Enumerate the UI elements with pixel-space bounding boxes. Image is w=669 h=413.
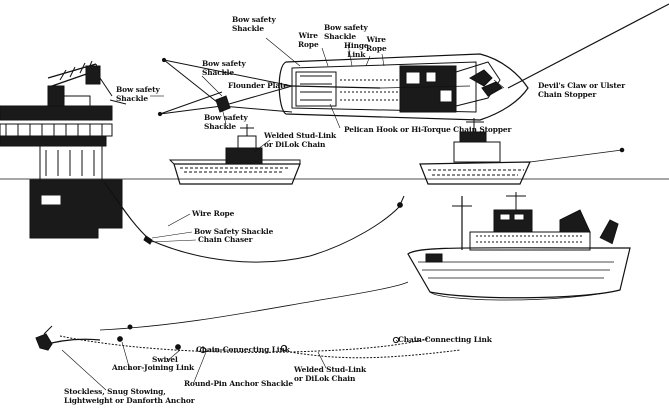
welded-stud-link-label-top: Welded Stud-Link or DiLok Chain — [264, 131, 337, 149]
tug-mid-right — [419, 118, 625, 185]
wire-rope-label-mid: Wire Rope — [192, 209, 235, 218]
anchor-joining-link-label: Anchor-Joining Link — [112, 363, 194, 372]
round-pin-anchor-shackle-label: Round-Pin Anchor Shackle — [184, 379, 293, 388]
bow-safety-shackle-label-plate-bottom: Bow safety Shackle — [204, 113, 248, 131]
chain-connecting-link-label-right: Chain-Connecting Link — [398, 335, 492, 344]
swivel-label: Swivel — [152, 355, 178, 364]
bridle-assembly — [157, 57, 293, 117]
seabed-chain-run — [35, 281, 461, 359]
wire-rope-label-top: Wire Rope — [298, 31, 319, 49]
bow-safety-shackle-label-top: Bow safety Shackle — [232, 15, 276, 33]
pennant-wire-rope — [149, 205, 401, 263]
chain-chaser-label: Chain Chaser — [198, 235, 253, 244]
bow-safety-shackle-label-top2: Bow safety Shackle — [324, 23, 368, 41]
bow-safety-shackle-label-left: Bow safety Shackle — [116, 85, 160, 103]
bow-safety-shackle-label-plate-top: Bow safety Shackle — [202, 59, 246, 77]
tug-mid-left — [168, 124, 301, 185]
flounder-plate-label: Flounder Plate — [228, 81, 288, 90]
rig-mooring-line — [103, 181, 151, 241]
vessel-top-view — [278, 3, 669, 121]
bow-safety-shackle-label-chaser: Bow Safety Shackle — [194, 227, 274, 236]
chain-connecting-link-label-left: Chain-Connecting Link — [196, 345, 290, 354]
anchor-icon — [35, 333, 53, 351]
welded-stud-link-label-bottom: Welded Stud-Link or DiLok Chain — [294, 365, 367, 383]
leader-lines — [61, 37, 505, 391]
anchor-types-label: Stockless, Snug Stowing, Lightweight or … — [64, 387, 195, 405]
pelican-hook-label: Pelican Hook or Hi-Torque Chain Stopper — [344, 125, 512, 134]
wire-rope-label-top2: Wire Rope — [366, 35, 387, 53]
hinge-link-label: Hinge Link — [344, 41, 369, 59]
devils-claw-label: Devil's Claw or Ulster Chain Stopper — [538, 81, 626, 99]
vessel-large — [407, 192, 631, 301]
drilling-rig — [0, 60, 127, 239]
